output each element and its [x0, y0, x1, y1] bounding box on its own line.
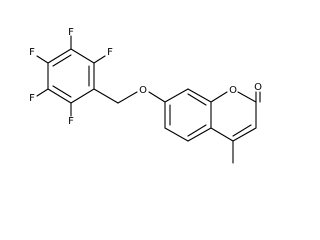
pentafluorophenyl-ring: [47, 48, 95, 104]
bond: [36, 55, 49, 64]
fluorine-label: F: [68, 116, 74, 127]
atom-labels: F F F F F O O O: [29, 27, 262, 127]
bond: [70, 88, 95, 104]
bond: [93, 55, 106, 64]
bond: [36, 88, 49, 97]
fluorine-label: F: [29, 47, 35, 58]
double-bond-inner: [187, 93, 207, 106]
bond: [117, 91, 138, 104]
coumarin-benzo-ring: [164, 88, 212, 142]
fluorine-bonds: [36, 35, 106, 117]
bond: [164, 127, 189, 142]
bond: [70, 48, 95, 64]
bond: [187, 88, 212, 103]
bond: [187, 127, 212, 142]
bond: [210, 127, 234, 142]
bond: [47, 48, 72, 64]
bond: [164, 88, 189, 103]
double-bond-inner: [232, 124, 252, 137]
benzyl-ether-linker: [93, 88, 166, 104]
carbonyl-group: [255, 91, 261, 103]
bond: [232, 127, 257, 142]
chemical-structure: F F F F F O O O: [29, 27, 262, 164]
double-bond-inner: [52, 85, 72, 98]
bond: [148, 91, 166, 103]
double-bond-inner: [187, 124, 207, 137]
pyranone-ring: [210, 91, 257, 142]
bond: [93, 88, 119, 104]
fluorine-label: F: [29, 93, 35, 104]
bond: [237, 91, 257, 103]
carbonyl-oxygen-label: O: [254, 82, 262, 93]
ether-oxygen-label: O: [139, 85, 147, 96]
bond: [210, 91, 228, 103]
ring-oxygen-label: O: [229, 85, 237, 96]
bond: [47, 88, 72, 104]
fluorine-label: F: [68, 27, 74, 38]
double-bond-inner: [52, 54, 72, 67]
fluorine-label: F: [107, 47, 113, 58]
